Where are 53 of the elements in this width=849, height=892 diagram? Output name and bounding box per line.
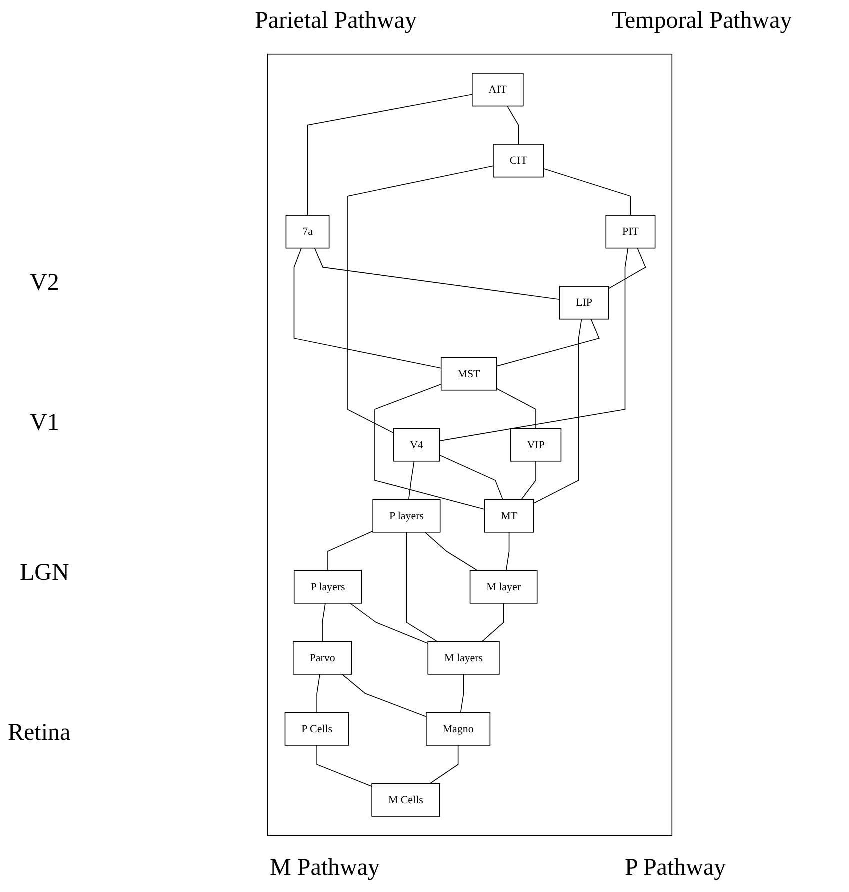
connector xyxy=(460,674,464,714)
connector xyxy=(294,248,442,369)
node-box: MST xyxy=(440,357,498,391)
node-box: AIT xyxy=(472,73,524,107)
node-box: CIT xyxy=(493,144,544,178)
connector xyxy=(322,603,326,642)
connector xyxy=(408,460,415,500)
connector xyxy=(342,674,427,718)
connector xyxy=(439,455,504,500)
connector xyxy=(424,532,478,572)
connector xyxy=(374,384,486,510)
connector xyxy=(496,318,600,367)
pathway-label: Temporal Pathway xyxy=(612,8,792,35)
node-box: P Cells xyxy=(284,712,350,746)
node-box: Magno xyxy=(426,712,491,746)
node-box: M layer xyxy=(470,570,538,604)
connector xyxy=(533,318,582,504)
stage-label: V1 xyxy=(30,410,60,437)
connector xyxy=(316,745,372,787)
node-box: M Cells xyxy=(372,783,440,817)
connector xyxy=(507,106,520,145)
node-box: 7a xyxy=(286,215,330,249)
connector xyxy=(506,532,510,572)
connector xyxy=(430,745,459,784)
connector xyxy=(439,248,629,442)
connector xyxy=(307,94,473,216)
node-box: V4 xyxy=(393,428,440,462)
connector xyxy=(482,603,504,642)
connector xyxy=(496,388,536,430)
node-box: VIP xyxy=(510,428,562,462)
stage-label: Retina xyxy=(8,720,71,747)
connector xyxy=(328,530,374,572)
node-box: M layers xyxy=(428,641,500,675)
connector xyxy=(350,603,429,644)
node-box: P layers xyxy=(294,570,362,604)
connector xyxy=(316,674,320,714)
node-box: P layers xyxy=(372,499,441,533)
cluster xyxy=(267,54,673,836)
connector xyxy=(521,460,536,500)
connector xyxy=(543,168,632,216)
connector xyxy=(314,248,560,300)
stage-label: V2 xyxy=(30,270,60,297)
pathway-label: P Pathway xyxy=(625,855,726,882)
pathway-label: Parietal Pathway xyxy=(255,8,417,35)
node-box: MT xyxy=(484,499,534,533)
connector xyxy=(406,532,438,642)
node-box: Parvo xyxy=(292,641,352,675)
node-box: LIP xyxy=(559,286,610,320)
stage-label: LGN xyxy=(20,560,70,587)
node-box: PIT xyxy=(606,215,656,249)
connector xyxy=(608,248,646,290)
pathway-label: M Pathway xyxy=(270,855,380,882)
connector xyxy=(347,166,494,434)
